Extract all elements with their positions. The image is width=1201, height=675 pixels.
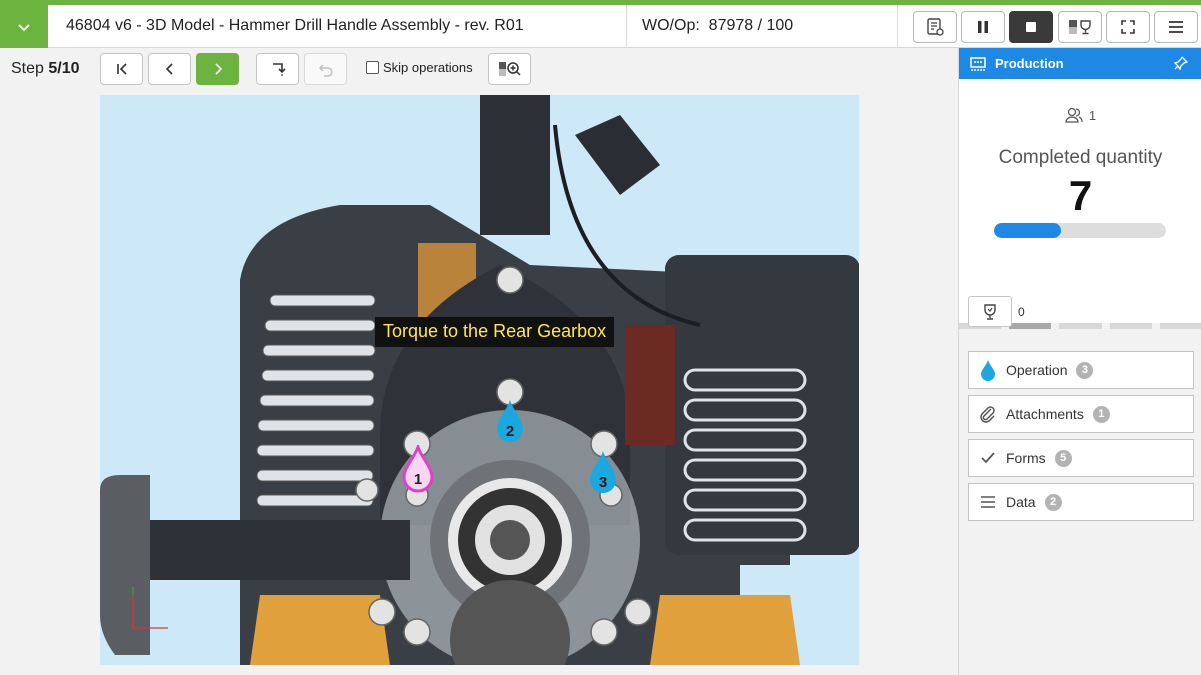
checkbox-box[interactable] <box>366 61 379 74</box>
wo-op-label: WO/Op: <box>642 17 700 34</box>
production-icon <box>970 56 986 71</box>
progress-bar <box>994 223 1166 238</box>
divider <box>897 5 898 48</box>
operation-badge: 3 <box>1076 361 1094 379</box>
operators: 1 <box>959 107 1201 123</box>
jump-step-button[interactable] <box>256 53 299 85</box>
data-button[interactable]: Data 2 <box>968 483 1194 521</box>
pin-label-1: 1 <box>414 471 422 488</box>
paperclip-icon <box>980 406 995 423</box>
notes-button[interactable] <box>913 11 957 43</box>
step-value: 5/10 <box>48 60 80 77</box>
production-header: Production <box>959 48 1201 79</box>
chevron-left-icon <box>165 63 173 75</box>
forms-button[interactable]: Forms 5 <box>968 439 1194 477</box>
notes-icon <box>927 18 944 36</box>
forms-label: Forms <box>1006 450 1046 466</box>
fullscreen-button[interactable] <box>1106 11 1150 43</box>
carousel-dot-active[interactable] <box>1009 323 1052 329</box>
completed-quantity-value: 7 <box>1068 172 1093 219</box>
accent-bar <box>0 0 1201 5</box>
annotation-label: Torque to the Rear Gearbox <box>375 317 615 347</box>
pin-marker-1[interactable]: 1 <box>401 445 435 495</box>
stop-button[interactable] <box>1009 11 1053 43</box>
pin-label-3: 3 <box>599 474 607 491</box>
chevron-right-icon <box>214 63 222 75</box>
production-card: 1 Completed quantity 7 <box>959 79 1201 323</box>
pause-button[interactable] <box>961 11 1005 43</box>
pin-label-2: 2 <box>506 423 514 440</box>
wo-op-value: 87978 / 100 <box>708 17 794 34</box>
trophy-icon <box>984 303 996 320</box>
undo-button[interactable] <box>304 53 347 85</box>
check-icon <box>981 452 995 464</box>
skip-operations-checkbox[interactable]: Skip operations <box>366 60 473 75</box>
stop-icon <box>1026 22 1036 32</box>
collapse-menu-button[interactable] <box>0 5 48 48</box>
step-indicator: Step 5/10 <box>11 60 80 78</box>
list-icon <box>981 496 995 508</box>
fullscreen-icon <box>1121 20 1135 34</box>
step-prefix: Step <box>11 60 44 77</box>
menu-icon <box>1169 21 1183 33</box>
attachments-badge: 1 <box>1092 405 1110 423</box>
users-icon <box>1065 107 1083 123</box>
skip-operations-label: Skip operations <box>383 60 473 75</box>
data-badge: 2 <box>1044 493 1062 511</box>
main-menu-button[interactable] <box>1154 11 1198 43</box>
operation-label: Operation <box>1006 362 1068 378</box>
attachments-button[interactable]: Attachments 1 <box>968 395 1194 433</box>
completed-quantity-label: Completed quantity <box>998 147 1163 168</box>
undo-icon <box>318 64 333 77</box>
pin-marker-2[interactable]: 2 <box>494 398 526 446</box>
carousel-dot[interactable] <box>1059 323 1102 329</box>
operation-pin-icon <box>981 360 995 381</box>
first-step-button[interactable] <box>100 53 143 85</box>
production-panel: Production 1 Completed quantity 7 0 Oper… <box>958 48 1201 675</box>
production-title: Production <box>995 56 1064 71</box>
zoom-in-icon <box>498 62 521 76</box>
carousel-dot[interactable] <box>1109 323 1152 329</box>
carousel-dot[interactable] <box>1159 323 1201 329</box>
award-button[interactable] <box>968 296 1012 327</box>
pause-icon <box>978 21 988 33</box>
jump-icon <box>272 63 286 76</box>
operation-button[interactable]: Operation 3 <box>968 351 1194 389</box>
model-render <box>100 95 859 665</box>
document-title: 46804 v6 - 3D Model - Hammer Drill Handl… <box>66 17 524 34</box>
step-toolbar: Step 5/10 Skip operations <box>0 49 958 91</box>
previous-step-button[interactable] <box>148 53 191 85</box>
pin-marker-3[interactable]: 3 <box>587 449 619 497</box>
award-count: 0 <box>1018 305 1025 319</box>
quality-button[interactable] <box>1058 11 1102 43</box>
top-bar: 46804 v6 - 3D Model - Hammer Drill Handl… <box>0 5 1201 48</box>
work-order: WO/Op: 87978 / 100 <box>642 17 793 35</box>
divider <box>626 5 627 48</box>
zoom-model-button[interactable] <box>488 53 531 85</box>
first-step-icon <box>116 63 127 75</box>
model-viewer[interactable]: Torque to the Rear Gearbox 1 2 3 <box>100 95 859 665</box>
forms-badge: 5 <box>1054 449 1072 467</box>
data-label: Data <box>1006 494 1036 510</box>
chevron-down-icon <box>18 23 30 31</box>
next-step-button[interactable] <box>196 53 239 85</box>
users-count: 1 <box>1088 107 1097 123</box>
progress-fill <box>994 223 1062 238</box>
quality-icon <box>1069 20 1091 35</box>
pin-panel-icon[interactable] <box>1174 56 1188 70</box>
attachments-label: Attachments <box>1006 406 1084 422</box>
